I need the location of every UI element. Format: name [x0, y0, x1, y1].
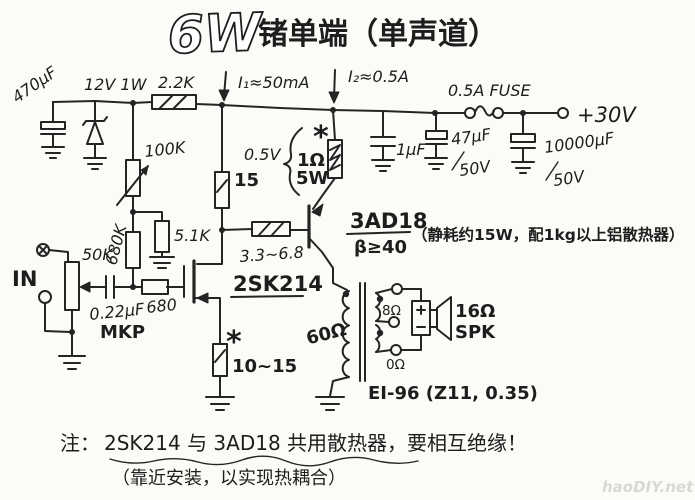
capacitor-47uf-voltage: 50V [458, 157, 493, 180]
mosfet-2sk214 [166, 229, 223, 345]
transistor-3ad18-label: 3AD18 [350, 209, 428, 233]
potentiometer-100k [116, 102, 149, 213]
resistor-10-15-label: 10~15 [232, 356, 297, 377]
speaker-label: SPK [455, 322, 496, 343]
sense-voltage-label: 0.5V [244, 145, 281, 164]
zener-diode-12v [82, 100, 108, 159]
resistor-1ohm-label: 1Ω [297, 150, 325, 171]
resistor-2k2 [132, 94, 197, 110]
capacitor-470uf-label: 470μF [8, 62, 60, 107]
ground-symbol [41, 146, 65, 159]
underline [230, 295, 304, 298]
current-arrow-i2 [328, 69, 340, 104]
resistor-15-label: 15 [234, 170, 259, 191]
ground-symbol [205, 396, 235, 411]
transformer-tap8-label: 8Ω [382, 303, 401, 319]
capacitor-10000uf-label: 10000μF [543, 128, 616, 157]
resistor-680k [125, 211, 141, 288]
capacitor-0_22uf-label: 0.22μF [88, 299, 145, 324]
output-transformer [329, 282, 403, 397]
ground-symbol [371, 159, 395, 172]
measure-brace [283, 127, 303, 196]
transistor-beta-label: β≥40 [354, 237, 407, 258]
capacitor-10000uf [510, 112, 536, 163]
resistor-1ohm-power: 5W [296, 168, 329, 189]
supply-terminal [557, 107, 569, 119]
resistor-5k1 [132, 211, 170, 258]
potentiometer-50k-label: 50K [82, 245, 114, 264]
resistor-10-15 [212, 343, 228, 397]
star-mark: * [313, 120, 329, 155]
star-mark: * [226, 325, 242, 360]
current-arrow-i1 [218, 71, 230, 102]
current-i1-label: I₁≈50mA [238, 73, 309, 92]
resistor-15 [214, 104, 230, 231]
transformer-core-label: EI-96 (Z11, 0.35) [368, 383, 538, 404]
fraction-slash [545, 161, 559, 181]
capacitor-470uf [40, 101, 66, 148]
resistor-680 [132, 279, 169, 295]
speaker-impedance-label: 16Ω [455, 301, 495, 322]
note-prefix: 注： [60, 431, 100, 455]
ground-symbol [315, 396, 345, 411]
title-text: 锗单端（单声道） [258, 17, 498, 52]
mosfet-2sk214-label: 2SK214 [233, 272, 323, 296]
note-line2: （靠近安装，以实现热耦合） [112, 468, 346, 489]
fuse-symbol [464, 105, 504, 119]
capacitor-type-label: MKP [100, 322, 145, 343]
capacitor-1uf-label: 1μF [396, 140, 426, 159]
heatsink-annotation: （静耗约15W，配1kg以上铝散热器） [412, 225, 684, 244]
zener-label: 12V 1W [84, 75, 148, 94]
resistor-2k2-label: 2.2K [158, 73, 195, 92]
capacitor-47uf-label: 47μF [450, 125, 493, 149]
transistor-3ad18 [289, 203, 348, 291]
supply-label: +30V [577, 103, 637, 127]
fuse-label: 0.5A FUSE [448, 81, 532, 100]
resistor-3_3-6_8-label: 3.3~6.8 [239, 243, 304, 266]
current-i2-label: I₂≈0.5A [348, 67, 409, 86]
watermark: haoDIY.net [602, 478, 694, 496]
fraction-bar [346, 231, 411, 235]
resistor-680-label: 680 [145, 295, 177, 317]
ground-symbol [511, 161, 535, 174]
input-jack [36, 243, 71, 333]
note-line1: 2SK214 与 3AD18 共用散热器，要相互绝缘！ [104, 431, 527, 455]
capacitor-0_22uf [103, 275, 134, 299]
capacitor-10000uf-voltage: 50V [552, 167, 587, 190]
title-power: 6W [167, 3, 265, 66]
resistor-5k1-label: 5.1K [174, 226, 211, 245]
potentiometer-50k [64, 261, 105, 332]
fraction-slash [451, 151, 465, 171]
ground-symbol [424, 157, 448, 170]
ground-symbol [149, 256, 175, 269]
transformer-tap0-label: 0Ω [386, 357, 405, 373]
note-underline [109, 455, 419, 467]
ground-symbol [83, 157, 107, 170]
potentiometer-100k-label: 100K [143, 138, 187, 161]
transformer-primary-label: 60Ω [304, 319, 348, 349]
ground-symbol [58, 355, 86, 370]
capacitor-1uf [370, 110, 396, 161]
resistor-1ohm [312, 109, 343, 210]
resistor-3_3-6_8 [221, 221, 291, 237]
speaker-symbol [400, 288, 452, 351]
input-label: IN [12, 267, 37, 291]
capacitor-47uf [425, 112, 448, 159]
